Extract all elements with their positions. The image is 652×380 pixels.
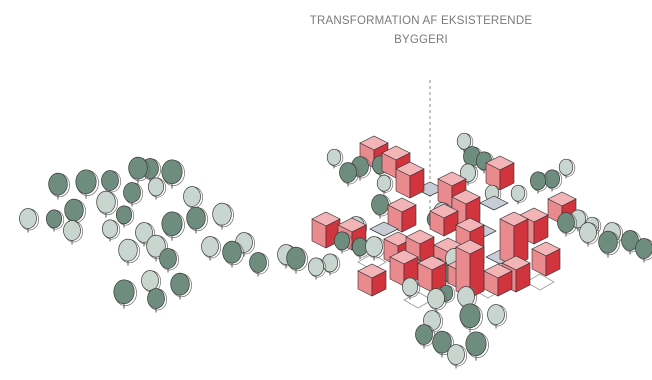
tree-icon [487,304,508,329]
tree-icon [339,162,360,187]
tree-icon [558,158,576,179]
tree-icon [249,252,270,277]
tree-icon [146,234,168,262]
tree-icon [186,206,208,234]
building-block-icon [479,195,509,211]
tree-icon [322,253,341,276]
tree-icon [135,222,156,247]
building-block-icon [369,221,399,237]
tree-icon [170,272,192,300]
tree-icon [334,231,353,254]
tree-icon [308,257,327,280]
tree-icon [222,240,244,268]
building-block-icon [311,211,341,249]
tree-icon [465,331,489,361]
building-block-icon [395,161,425,199]
tree-icon [365,236,386,261]
tree-icon [63,220,84,245]
building-block-icon [485,155,515,191]
tree-icon [101,219,121,242]
tree-icon [113,279,137,309]
tree-icon [427,288,448,313]
tree-icon [402,277,421,300]
tree-icon [141,270,162,295]
tree-icon [115,205,135,228]
building-block-icon [531,241,561,277]
tree-icon [161,159,185,189]
tree-icon [48,172,70,200]
tree-icon [101,170,122,195]
tree-icon [376,174,394,195]
tree-icon [123,182,144,207]
building-block-icon [483,263,513,297]
ground-tile-outline [525,273,555,291]
tree-icon [201,236,222,261]
building-block-icon [455,239,485,299]
tree-icon [183,186,204,211]
tree-icon [529,171,549,194]
tree-icon [128,156,150,184]
tree-icon [148,177,167,200]
tree-icon [326,148,344,169]
tree-icon [510,184,528,205]
tree-icon [159,248,180,273]
tree-icon [75,169,99,199]
tree-icon [579,222,600,247]
tree-icon [447,344,468,369]
tree-icon [460,163,479,186]
tree-icon [147,288,168,313]
building-block-icon [357,263,387,297]
tree-icon [598,230,620,258]
tree-icon [432,330,454,358]
building-block-icon [429,203,459,237]
trees-and-blocks-layer [19,132,652,369]
tree-icon [161,211,185,241]
tree-icon [415,324,436,349]
tree-icon [557,212,578,237]
tree-icon [543,169,563,192]
building-block-icon [417,255,447,293]
tree-icon [96,190,118,218]
building-block-icon [387,197,417,233]
tree-icon [118,238,140,266]
tree-icon [19,208,40,233]
tree-icon [286,246,308,274]
title-line-1: TRANSFORMATION AF EKSISTERENDE [309,15,533,27]
tree-icon [459,303,483,333]
tree-icon [212,202,234,230]
title-line-2: BYGGERI [394,34,448,46]
building-block-icon [499,211,529,267]
tree-icon [45,209,65,232]
tree-icon [635,238,652,263]
diagram-title: TRANSFORMATION AF EKSISTERENDE BYGGERI [268,12,574,50]
